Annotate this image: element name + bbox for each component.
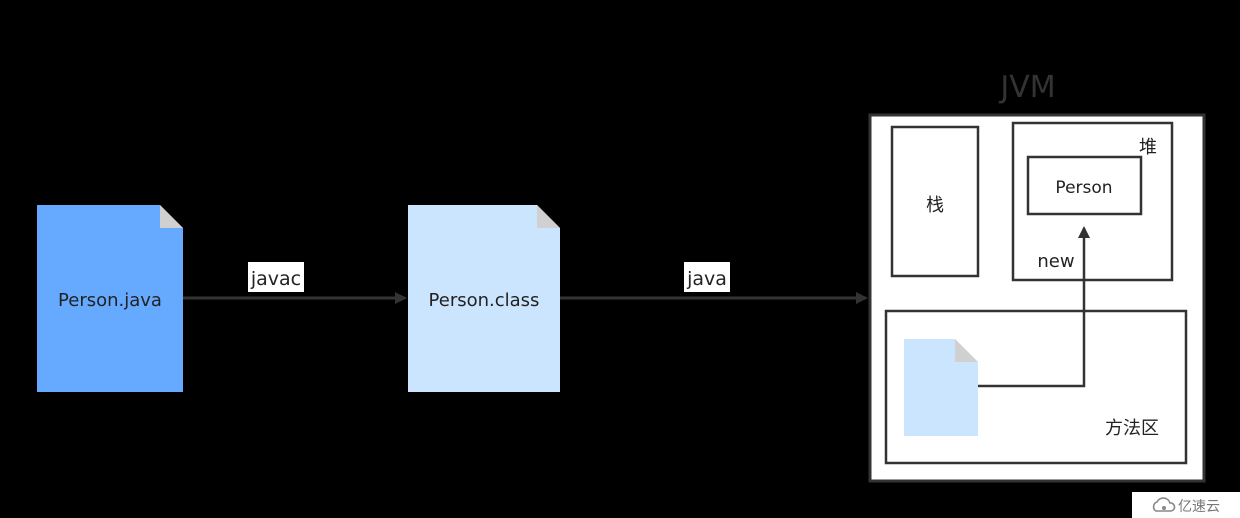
class-file-node: Person.class (408, 205, 560, 392)
cloud-logo-icon (1152, 497, 1176, 512)
stack-box (890, 125, 980, 278)
heap-area: 堆 Person new (1011, 121, 1174, 282)
compile-edge: javac (183, 262, 407, 304)
heap-object-box (1026, 155, 1143, 216)
run-label-bg (684, 262, 730, 292)
class-file-shape (408, 205, 560, 392)
heap-object-label: Person (1055, 178, 1112, 198)
source-file-node: Person.java (37, 205, 183, 392)
source-file-fold (160, 205, 183, 228)
compile-label: javac (250, 268, 301, 290)
jvm-container: 栈 堆 Person new 方法区 (868, 113, 1206, 483)
jvm-title: JVM (998, 70, 1055, 105)
heap-label: 堆 (1139, 137, 1157, 158)
stack-label: 栈 (926, 195, 944, 216)
source-file-shape (37, 205, 183, 392)
class-file-fold (537, 205, 560, 228)
method-area-file-fold (955, 339, 978, 362)
method-area-file-shape (904, 339, 978, 436)
method-area-label: 方法区 (1105, 418, 1159, 439)
new-label: new (1037, 251, 1074, 272)
watermark: 亿速云 (1132, 492, 1240, 518)
new-arrow (978, 226, 1090, 388)
compile-label-bg (248, 262, 304, 292)
watermark-text: 亿速云 (1178, 499, 1220, 515)
source-file-label: Person.java (58, 290, 162, 311)
stack-area: 栈 (890, 125, 980, 278)
run-edge: java (560, 262, 868, 304)
watermark-bg (1132, 492, 1240, 518)
class-file-label: Person.class (429, 290, 540, 311)
run-label: java (686, 268, 727, 290)
